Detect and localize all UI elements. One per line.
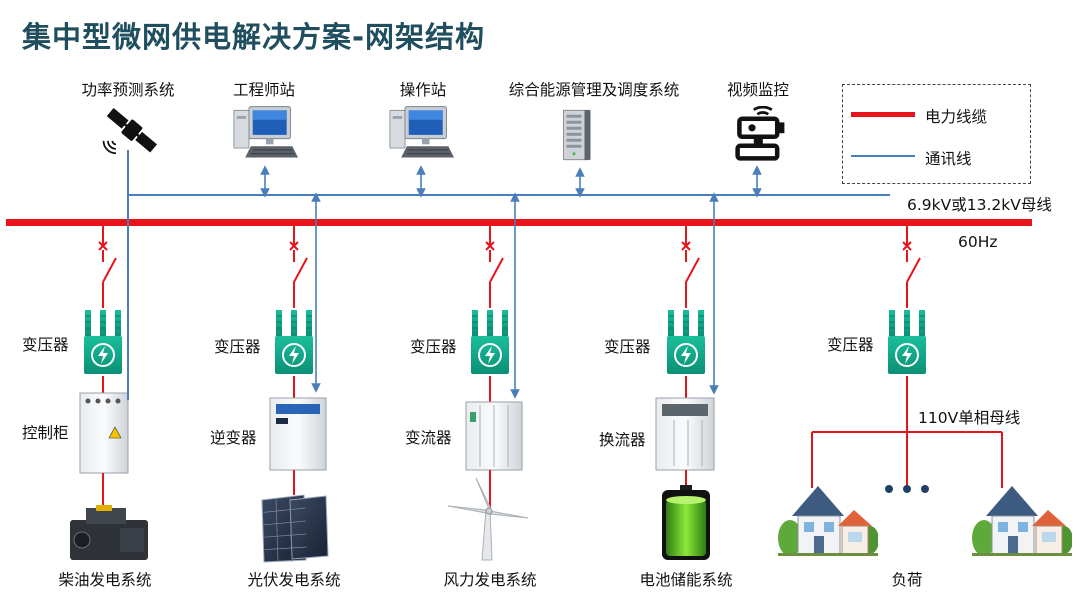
wind-hub xyxy=(485,507,493,515)
device-label-pcs: 换流器 xyxy=(599,431,646,449)
main-power-bus xyxy=(6,219,1032,226)
system-label-operator-station: 操作站 xyxy=(399,81,447,99)
cabinet-knob xyxy=(115,398,121,404)
diesel-engine-top xyxy=(86,508,126,524)
bus-frequency-label: 60Hz xyxy=(958,233,998,251)
transformer-icon xyxy=(666,309,706,375)
diesel-engine-cap xyxy=(96,505,112,511)
source-label-load: 负荷 xyxy=(891,571,923,589)
server-icon xyxy=(563,109,591,161)
solar-panel-icon-2 xyxy=(289,495,329,560)
page-title: 集中型微网供电解决方案-网架结构 xyxy=(22,20,486,54)
solar-grid-h xyxy=(264,546,307,550)
battery-charge xyxy=(666,500,706,556)
battery-charge-top xyxy=(666,496,706,504)
transformer-icon xyxy=(470,309,510,375)
camera-icon xyxy=(738,107,785,158)
device-label-inverter: 逆变器 xyxy=(210,429,257,447)
switch-blade-4 xyxy=(906,257,921,283)
computer-icon xyxy=(233,106,298,158)
breaker-0 xyxy=(98,241,108,251)
pcs-header xyxy=(662,404,708,416)
ellipsis-dot xyxy=(921,485,929,493)
solar-grid-h xyxy=(263,507,306,513)
diesel-flywheel xyxy=(73,531,91,549)
breaker-1 xyxy=(289,241,299,251)
battery-terminal xyxy=(680,485,692,491)
system-label-power-forecast: 功率预测系统 xyxy=(81,81,175,99)
transformer-icon xyxy=(887,309,927,375)
satellite-icon xyxy=(102,104,161,157)
transformer-label-load: 变压器 xyxy=(827,336,874,354)
transformer-label-pv: 变压器 xyxy=(214,338,261,356)
solar-grid-h xyxy=(263,520,306,526)
solar-grid-v xyxy=(275,497,279,563)
device-label-control-cabinet: 控制柜 xyxy=(22,424,69,442)
solar-grid-v xyxy=(289,497,293,563)
source-label-battery: 电池储能系统 xyxy=(639,571,733,589)
computer-icon xyxy=(389,106,454,158)
bus-voltage-label: 6.9kV或13.2kV母线 xyxy=(907,196,1052,214)
wind-blade-up xyxy=(475,477,492,510)
transformer-icon xyxy=(83,309,123,375)
source-label-pv: 光伏发电系统 xyxy=(247,571,341,589)
transformer-label-wind: 变压器 xyxy=(410,338,457,356)
breaker-4 xyxy=(902,241,912,251)
wind-blade-left xyxy=(447,505,487,514)
switch-blade-1 xyxy=(293,257,308,283)
wind-turbine-tower xyxy=(481,509,493,561)
transformer-label-battery: 变压器 xyxy=(604,338,651,356)
system-label-video-monitoring: 视频监控 xyxy=(726,81,790,99)
legend-power-swatch xyxy=(851,112,915,117)
converter-indicator xyxy=(470,412,476,422)
solar-grid-h xyxy=(264,533,307,538)
cabinet-knob xyxy=(95,398,101,404)
house-icon-2 xyxy=(972,485,1072,556)
legend-comm-swatch xyxy=(851,155,915,157)
legend-item-power-cable: 电力线缆 xyxy=(851,103,1026,127)
ellipsis-dot xyxy=(885,485,893,493)
house-icon xyxy=(778,485,878,556)
load-bus-label: 110V单相母线 xyxy=(918,409,1021,427)
source-label-wind: 风力发电系统 xyxy=(443,571,537,589)
inverter-screen xyxy=(276,418,288,424)
wind-blade-right xyxy=(489,510,529,519)
device-label-converter: 变流器 xyxy=(405,429,452,447)
breaker-2 xyxy=(485,241,495,251)
cabinet-warning-icon xyxy=(108,426,122,439)
control-cabinet-icon xyxy=(79,392,129,474)
transformer-icon xyxy=(274,309,314,375)
legend-comm-label: 通讯线 xyxy=(925,150,972,168)
legend-item-comm-line: 通讯线 xyxy=(851,145,1026,169)
cabinet-knob xyxy=(105,398,111,404)
legend-power-label: 电力线缆 xyxy=(925,108,988,126)
inverter-panel xyxy=(276,404,320,414)
switch-blade-2 xyxy=(489,257,504,283)
cabinet-knob xyxy=(85,398,91,404)
switch-blade-3 xyxy=(685,257,700,283)
diesel-alternator xyxy=(120,528,144,552)
switch-blade-0 xyxy=(102,257,117,283)
breaker-3 xyxy=(681,241,691,251)
legend: 电力线缆 通讯线 xyxy=(842,84,1031,184)
source-label-diesel: 柴油发电系统 xyxy=(58,571,152,589)
system-label-energy-management: 综合能源管理及调度系统 xyxy=(508,81,680,99)
ellipsis-dot xyxy=(903,485,911,493)
transformer-label-diesel: 变压器 xyxy=(22,336,69,354)
system-label-engineer-station: 工程师站 xyxy=(232,81,296,99)
